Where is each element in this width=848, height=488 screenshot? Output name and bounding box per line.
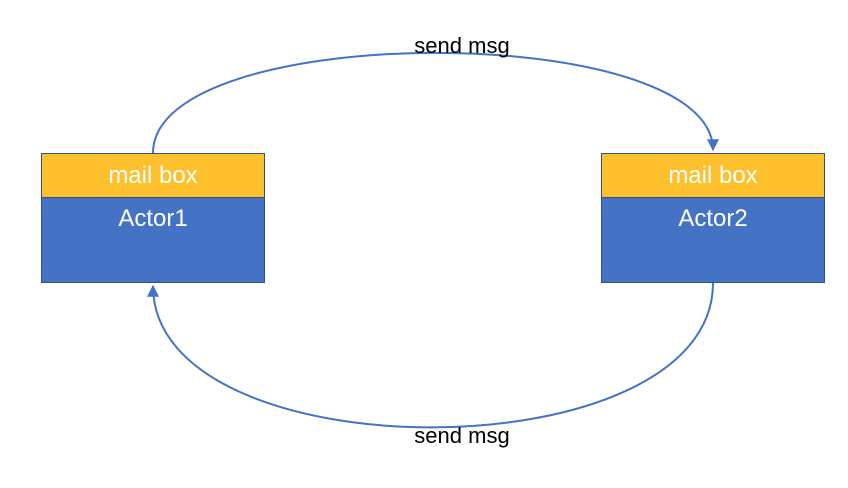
actor-2-mailbox: mail box xyxy=(602,154,824,198)
message-label-top: send msg xyxy=(414,33,510,58)
actor-2-box: mail box Actor2 xyxy=(601,153,825,283)
actor-2-name: Actor2 xyxy=(678,205,748,232)
arrow-actor1-to-actor2 xyxy=(152,51,719,154)
arrow-actor2-to-actor1 xyxy=(147,282,714,429)
actor-1-name: Actor1 xyxy=(118,205,188,232)
actor-1-box: mail box Actor1 xyxy=(41,153,265,283)
actor-1-mailbox: mail box xyxy=(42,154,264,198)
message-label-bottom: send msg xyxy=(414,423,510,448)
